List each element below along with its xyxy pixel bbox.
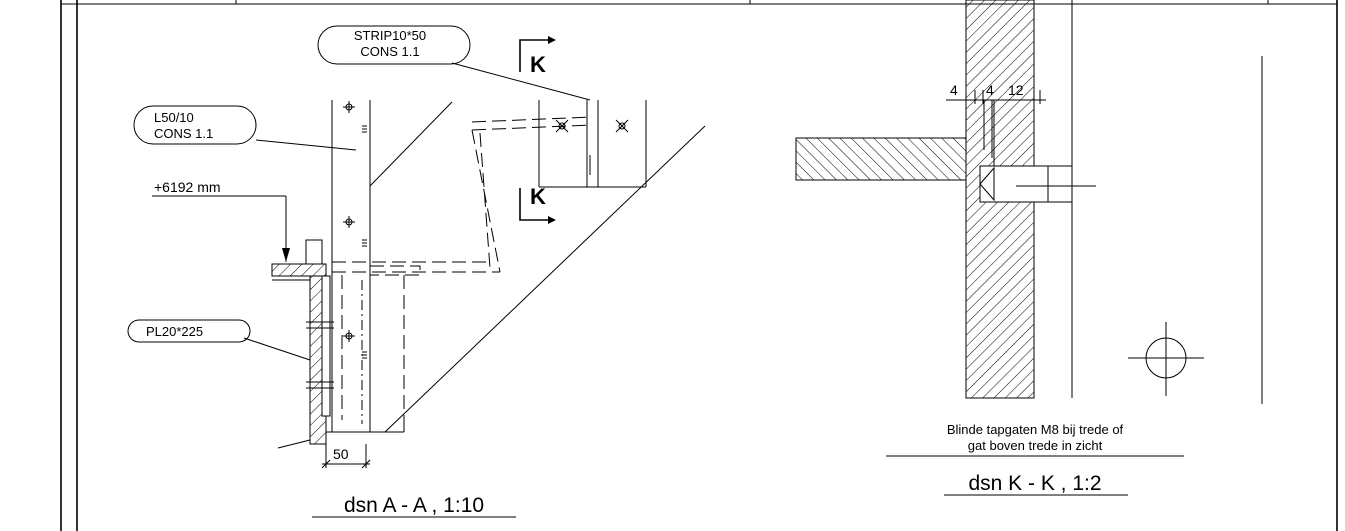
note-line1: Blinde tapgaten M8 bij trede of [947,422,1124,437]
callout-strip-line1: STRIP10*50 [354,28,426,43]
center-mark-symbol [1128,322,1204,396]
tread-section [795,137,967,181]
level-marker: +6192 mm [152,179,287,262]
section-a-a-view: +6192 mm STRIP10*50 CONS 1.1 L50/10 CONS… [127,25,706,518]
view-a-title: dsn A - A , 1:10 [344,494,484,517]
callout-angle: L50/10 CONS 1.1 [133,105,357,151]
view-k-title: dsn K - K , 1:2 [968,472,1101,495]
dimension-50-label: 50 [333,446,349,462]
dim-12: 12 [1008,82,1024,98]
floor-plate [271,239,334,449]
note-line2: gat boven trede in zicht [968,438,1103,453]
callout-angle-line1: L50/10 [154,110,194,125]
dimension-chain: 4 4 12 [946,82,1046,104]
blind-tap-hole [979,100,1096,208]
section-marker-top-label: K [530,52,546,77]
level-label: +6192 mm [154,179,221,195]
stair-stringer-upper [369,101,453,187]
stair-stringer-lower [384,125,706,433]
section-marker-bottom: K [519,184,556,224]
section-marker-top: K [519,36,556,77]
hidden-tread-outline [332,116,593,424]
callout-strip-line2: CONS 1.1 [360,44,419,59]
dim-4-b: 4 [986,82,994,98]
callout-plate: PL20*225 [127,319,311,361]
section-k-k-view: 4 4 12 Blinde tapgaten M8 bij trede of g… [795,0,1263,496]
dim-4-a: 4 [950,82,958,98]
callout-strip: STRIP10*50 CONS 1.1 [317,25,591,101]
callout-angle-line2: CONS 1.1 [154,126,213,141]
callout-plate-text: PL20*225 [146,324,203,339]
sheet-border [60,0,1338,531]
strip-bracket [538,100,647,188]
dimension-50: 50 [321,444,371,469]
section-marker-bottom-label: K [530,184,546,209]
